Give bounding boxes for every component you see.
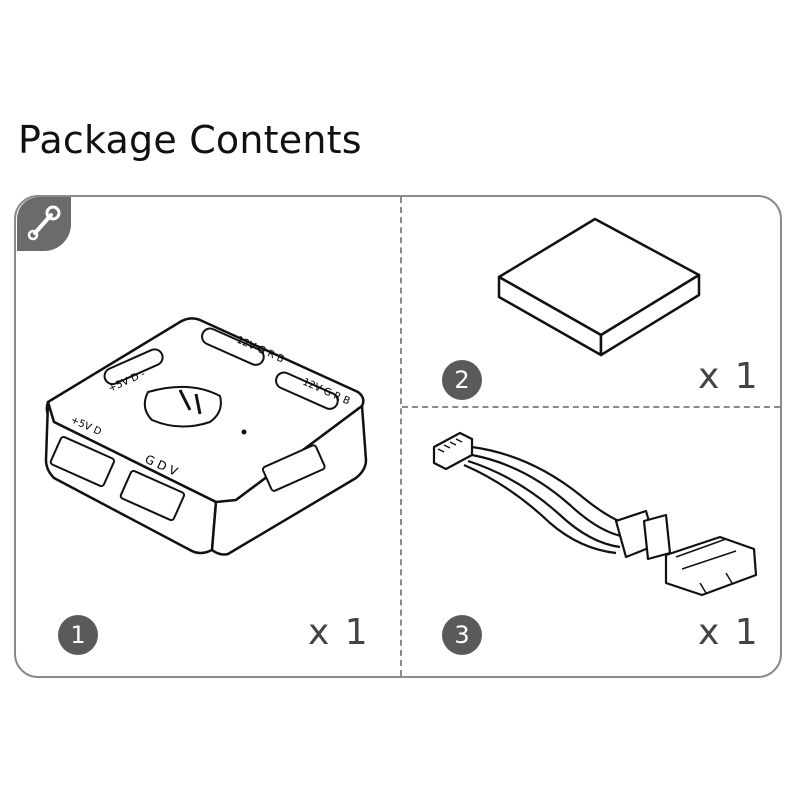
rgb-hub-icon: 12V G R B 12V G R B +5V D - +5V D G D V <box>44 317 368 556</box>
adhesive-pad-icon <box>497 217 701 357</box>
sata-power-cable-icon <box>432 431 758 597</box>
item-number-badge: 1 <box>58 615 98 655</box>
item-number-badge: 3 <box>442 615 482 655</box>
item-quantity: x 1 <box>698 612 760 653</box>
wrench-badge <box>17 197 71 251</box>
vertical-divider <box>400 197 402 676</box>
item-quantity: x 1 <box>698 356 760 397</box>
page-title: Package Contents <box>18 118 362 162</box>
wrench-icon <box>27 205 61 241</box>
horizontal-divider <box>402 406 780 408</box>
item-quantity: x 1 <box>308 612 370 653</box>
contents-panel <box>14 195 782 678</box>
item-number-badge: 2 <box>442 360 482 400</box>
